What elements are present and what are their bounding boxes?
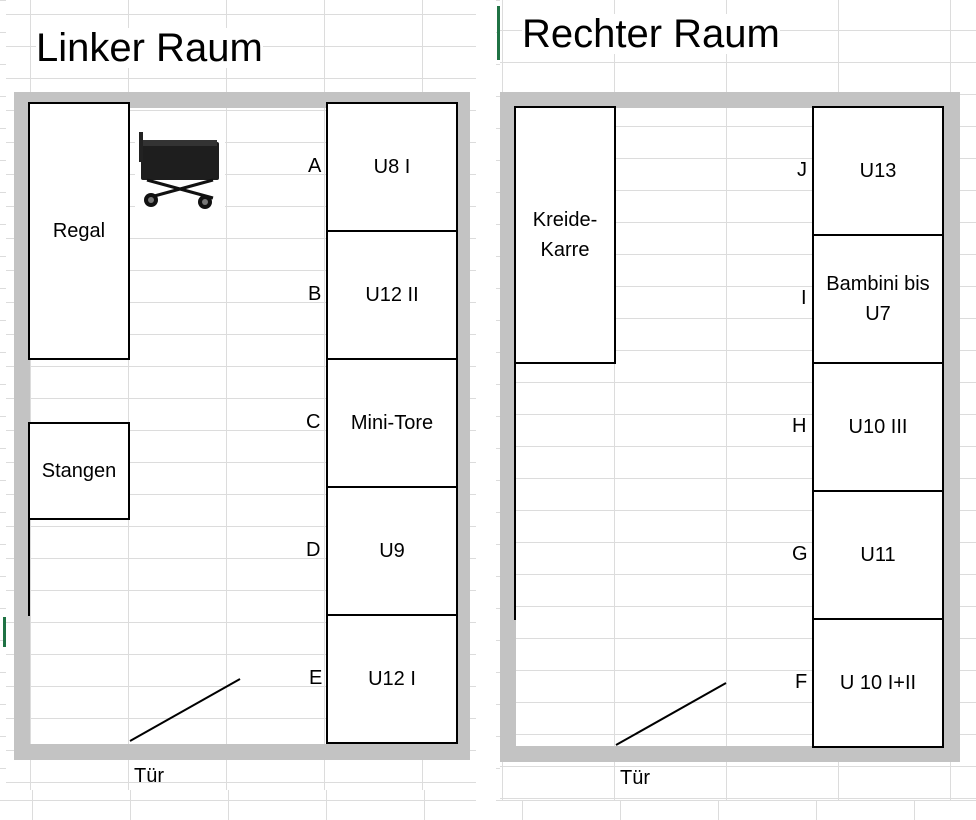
- slot-g-letter: G: [792, 543, 808, 565]
- slot-i-label-line1: Bambini bis: [826, 273, 930, 295]
- slot-g-box[interactable]: U11: [812, 490, 944, 620]
- stangen-label: Stangen: [41, 460, 117, 482]
- right-room-title: Rechter Raum: [522, 12, 780, 56]
- slot-e-letter: E: [309, 667, 323, 689]
- kreide-label-line1: Kreide-: [532, 209, 598, 231]
- slot-g-label: U11: [860, 544, 896, 566]
- pane-separator: [476, 0, 496, 820]
- regal-box[interactable]: Regal: [28, 102, 130, 360]
- slot-i-box[interactable]: Bambini bis U7: [812, 234, 944, 364]
- slot-b-letter: B: [308, 283, 322, 305]
- kreide-karre-box[interactable]: Kreide- Karre: [514, 106, 616, 364]
- left-room-title: Linker Raum: [36, 26, 263, 70]
- slot-h-label: U10 III: [848, 416, 908, 438]
- slot-e-box[interactable]: U12 I: [326, 614, 458, 744]
- slot-a-box[interactable]: U8 I: [326, 102, 458, 232]
- slot-f-box[interactable]: U 10 I+II: [812, 618, 944, 748]
- regal-label: Regal: [52, 220, 106, 242]
- slot-a-letter: A: [308, 155, 322, 177]
- right-door-swing: [615, 682, 727, 746]
- right-pane-marker: [497, 6, 500, 60]
- slot-d-letter: D: [306, 539, 321, 561]
- wagon-image: [135, 128, 225, 210]
- right-door-label: Tür: [620, 767, 650, 789]
- slot-b-label: U12 II: [365, 284, 419, 306]
- slot-b-box[interactable]: U12 II: [326, 230, 458, 360]
- slot-j-label: U13: [859, 160, 897, 182]
- right-room-walls: [500, 92, 960, 762]
- slot-d-box[interactable]: U9: [326, 486, 458, 616]
- slot-j-box[interactable]: U13: [812, 106, 944, 236]
- slot-i-letter: I: [801, 287, 807, 309]
- left-door-swing: [129, 678, 241, 742]
- slot-e-label: U12 I: [368, 668, 416, 690]
- left-door-label: Tür: [134, 765, 164, 787]
- slot-c-label: Mini-Tore: [350, 412, 434, 434]
- slot-c-box[interactable]: Mini-Tore: [326, 358, 458, 488]
- slot-d-label: U9: [379, 540, 405, 562]
- stangen-box[interactable]: Stangen: [28, 422, 130, 520]
- slot-f-label: U 10 I+II: [839, 672, 917, 694]
- right-wall-segment: [514, 362, 516, 620]
- slot-j-letter: J: [797, 159, 807, 181]
- active-cell-marker: [3, 617, 6, 647]
- slot-i-label-line2: U7: [865, 303, 891, 325]
- slot-a-label: U8 I: [373, 156, 411, 178]
- left-wall-segment: [28, 518, 30, 616]
- slot-h-letter: H: [792, 415, 807, 437]
- slot-c-letter: C: [306, 411, 321, 433]
- slot-f-letter: F: [795, 671, 808, 693]
- kreide-label-line2: Karre: [540, 239, 590, 261]
- slot-h-box[interactable]: U10 III: [812, 362, 944, 492]
